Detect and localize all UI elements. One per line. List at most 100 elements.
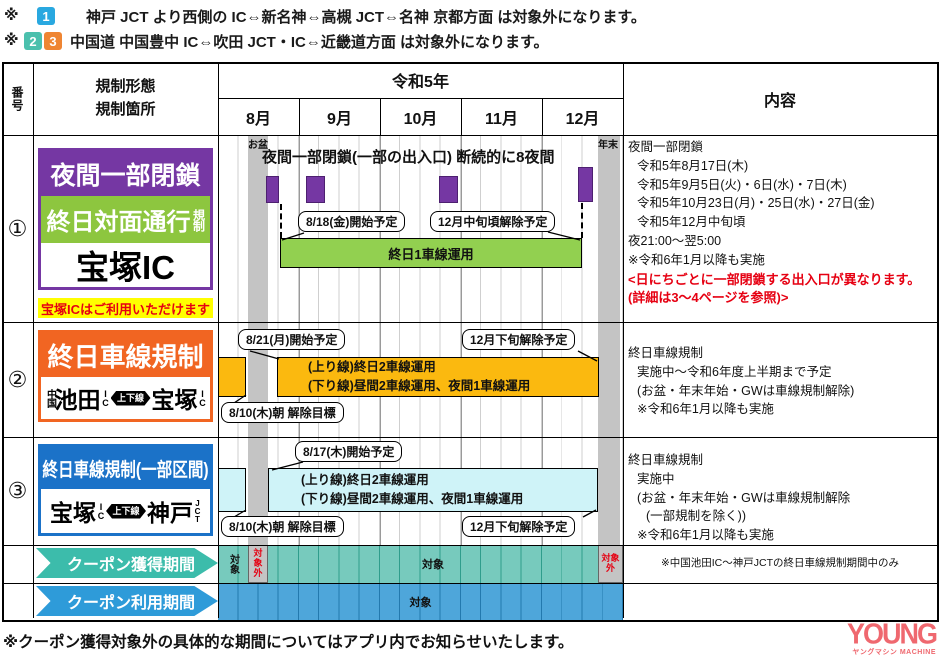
row3-content-line: (一部規制を除く)) [646, 509, 746, 524]
row1-regulation-badge: 夜間一部閉鎖 終日対面通行 規制 宝塚IC [38, 148, 213, 290]
row1-number: ① [7, 215, 28, 241]
row3-content: 終日車線規制 実施中 (お盆・年末年始・GWは車線規制解除 (一部規制を除く))… [623, 437, 937, 545]
row1-content-note: ※令和6年1月以降も実施 [628, 252, 765, 267]
row3-bar-line2: (下り線)昼間2車線運用、夜間1車線運用 [301, 492, 524, 506]
row1-content-title: 夜間一部閉鎖 [628, 140, 704, 154]
row2-start-callout: 8/21(月)開始予定 [238, 329, 346, 350]
grid-line [299, 98, 300, 135]
header-form-cell: 規制形態 規制箇所 [33, 62, 218, 135]
row1-badge-line2-sub: 規制 [191, 208, 206, 231]
coupon-get-target-main: 対象 [422, 559, 444, 571]
asterisk-mark: ※ [4, 7, 19, 24]
row1-night-closure-block [306, 176, 325, 203]
row2-route-b: 宝塚 [151, 387, 198, 413]
row1-timeline-heading: 夜間一部閉鎖(一部の出入口) 断続的に8夜間 [262, 149, 555, 166]
grid-line [461, 98, 462, 135]
row3-route-a-suffix: IC [96, 502, 106, 520]
grid-line [2, 437, 937, 438]
top-note-2: ※ 2 3 中国道 中国豊中 IC⇔吹田 JCT・IC⇔近畿道方面 は対象外にな… [0, 31, 940, 53]
row3-content-line: (お盆・年末年始・GWは車線規制解除 [637, 490, 851, 505]
row3-lane-bar: (上り線)終日2車線運用 (下り線)昼間2車線運用、夜間1車線運用 [268, 468, 598, 512]
row3-bar-line1: (上り線)終日2車線運用 [301, 473, 429, 488]
row1-night-closure-block [578, 167, 593, 202]
grid-month-line [380, 135, 381, 545]
row1-night-closure-block [439, 176, 458, 203]
header-number-label: 番号 [10, 85, 24, 112]
row1-night-closure-block [266, 176, 279, 203]
coupon-use-label: クーポン利用期間 [36, 586, 218, 616]
logo-young-text: YOUNG [846, 618, 938, 650]
row3-release-callout: 8/10(木)朝 解除目標 [221, 516, 344, 537]
row2-bar-line2: (下り線)昼間2車線運用、夜間1車線運用 [308, 379, 531, 393]
grid-line [2, 135, 937, 136]
row3-regulation-badge: 終日車線規制(一部区間) 宝塚 IC 上下線 神戸 JCT [38, 444, 213, 536]
badge-3-icon: 3 [44, 32, 62, 50]
yearend-band-label: 年末 [598, 140, 618, 151]
grid-line [380, 98, 381, 135]
top-note-1-text: 神戸 JCT より西側の IC⇔新名神⇔高槻 JCT⇔名神 京都方面 は対象外に… [86, 9, 646, 26]
logo-machine-text: ヤングマシン MACHINE [852, 649, 936, 656]
row3-route-b: 神戸 [147, 500, 193, 526]
obon-band-label: お盆 [248, 140, 268, 151]
header-form-line1: 規制形態 [95, 78, 156, 95]
row2-lane-bar: (上り線)終日2車線運用 (下り線)昼間2車線運用、夜間1車線運用 [277, 357, 599, 397]
grid-month-line [461, 135, 462, 545]
row3-end-callout: 12月下旬解除予定 [462, 516, 576, 537]
row1-badge-line2: 終日対面通行 規制 [41, 196, 210, 243]
row3-number: ③ [7, 478, 28, 503]
row1-content-date: 令和5年10月23日(月)・25日(水)・27日(金) [637, 196, 875, 211]
header-month-oct: 10月 [403, 110, 438, 128]
row3-route-b-suffix: JCT [193, 499, 202, 523]
row2-number: ② [7, 366, 28, 392]
grid-line [542, 98, 543, 135]
header-month-sep: 9月 [327, 110, 352, 128]
row1-badge-ic: 宝塚IC [41, 243, 210, 287]
badge-2-icon: 2 [24, 32, 42, 50]
row2-content: 終日車線規制 実施中〜令和6年度上半期まで予定 (お盆・年末年始・GWは車線規制… [623, 322, 937, 437]
header-form-line2: 規制箇所 [95, 100, 156, 118]
row1-lane-bar: 終日1車線運用 [280, 238, 582, 268]
coupon-get-label: クーポン獲得期間 [36, 548, 218, 578]
row1-content-time: 夜21:00〜翌5:00 [628, 233, 722, 248]
row1-content: 夜間一部閉鎖 令和5年8月17日(木) 令和5年9月5日(火)・6日(水)・7日… [623, 135, 937, 322]
row2-content-line: 実施中〜令和6年度上半期まで予定 [637, 364, 832, 379]
row2-pre-bar [218, 357, 246, 397]
coupon-get-timeline [218, 545, 623, 583]
top-note-2-text: 中国道 中国豊中 IC⇔吹田 JCT・IC⇔近畿道方面 は対象外になります。 [70, 34, 549, 51]
row3-route-a: 宝塚 [50, 500, 96, 526]
row2-route-prefix: 中国 [44, 389, 56, 407]
row1-content-alert: <日にちごとに一部閉鎖する出入口が異なります。(詳細は3〜4ページを参照)> [628, 272, 921, 305]
row3-start-callout: 8/17(木)開始予定 [295, 441, 403, 462]
row2-content-line: ※令和6年1月以降も実施 [637, 402, 774, 417]
header-month-aug: 8月 [246, 110, 271, 128]
grid-line [623, 62, 624, 618]
row3-content-line: ※令和6年1月以降も実施 [637, 528, 774, 542]
row3-content-title: 終日車線規制 [628, 453, 704, 467]
row1-content-date: 令和5年12月中旬頃 [637, 215, 746, 229]
header-content-cell: 内容 [763, 92, 796, 110]
row2-route-b-suffix: IC [197, 389, 208, 407]
grid-line [33, 62, 34, 618]
row2-regulation-badge: 終日車線規制 中国 池田 IC 上下線 宝塚 IC [38, 330, 213, 422]
coupon-get-excluded-yearend: 対象外 [598, 545, 623, 583]
updown-arrow-icon: 上下線 [110, 390, 151, 406]
badge-1-icon: 1 [37, 7, 55, 25]
row1-start-callout: 8/18(金)開始予定 [298, 211, 406, 232]
row2-route-a: 池田 [54, 387, 101, 413]
young-machine-logo: YOUNG ヤングマシン MACHINE [846, 618, 938, 656]
row3-badge-route: 宝塚 IC 上下線 神戸 JCT [41, 489, 210, 533]
yearend-band [598, 135, 620, 545]
grid-line [2, 583, 937, 584]
row1-content-date: 令和5年8月17日(木) [637, 158, 749, 173]
top-note-1: ※ 1 神戸 JCT より西側の IC⇔新名神⇔高槻 JCT⇔名神 京都方面 は… [0, 6, 940, 28]
row2-content-line: (お盆・年末年始・GWは車線規制解除) [637, 383, 855, 398]
row3-badge-line1: 終日車線規制(一部区間) [42, 459, 209, 481]
coupon-get-excluded-obon: 対象外 [248, 545, 268, 583]
grid-line [2, 545, 937, 546]
coupon-use-timeline [218, 583, 623, 620]
row1-badge-line2-main: 終日対面通行 [46, 209, 191, 236]
row2-content-title: 終日車線規制 [628, 346, 704, 360]
row1-badge-line1: 夜間一部閉鎖 [50, 161, 201, 190]
coupon-get-note: ※中国池田IC〜神戸JCTの終日車線規制期間中のみ [660, 557, 900, 570]
